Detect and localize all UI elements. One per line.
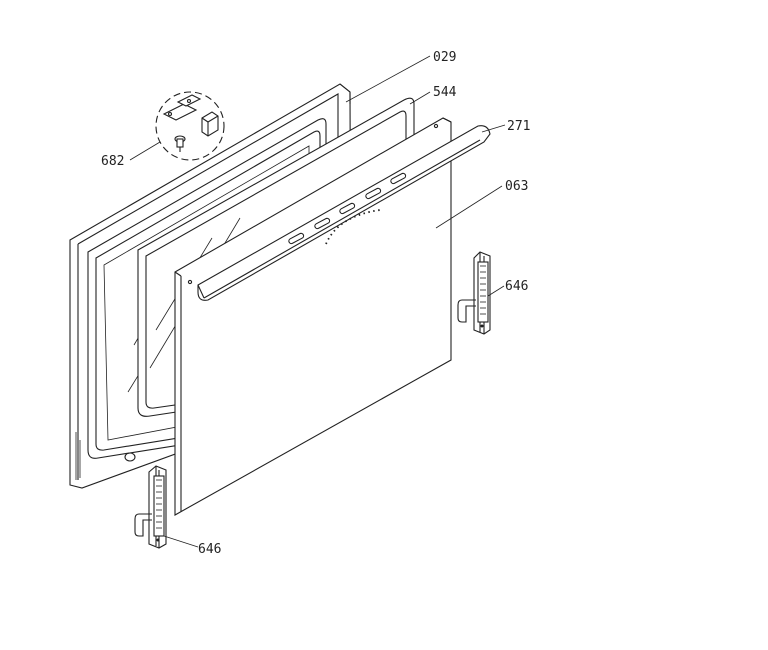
hinge-right-646 [457,251,491,335]
callout-544: 544 [433,85,457,100]
callout-646-left: 646 [198,542,221,557]
callout-063: 063 [505,179,528,194]
leader-lines [129,55,506,548]
clip-detail-682 [155,91,225,161]
door-handle-271 [197,125,491,301]
callout-029: 029 [433,50,456,65]
callout-682: 682 [101,154,124,169]
callout-271: 271 [507,119,530,134]
callout-646-right: 646 [505,279,528,294]
hinge-left-646 [134,465,167,549]
outer-glass-panel-063 [174,117,452,516]
